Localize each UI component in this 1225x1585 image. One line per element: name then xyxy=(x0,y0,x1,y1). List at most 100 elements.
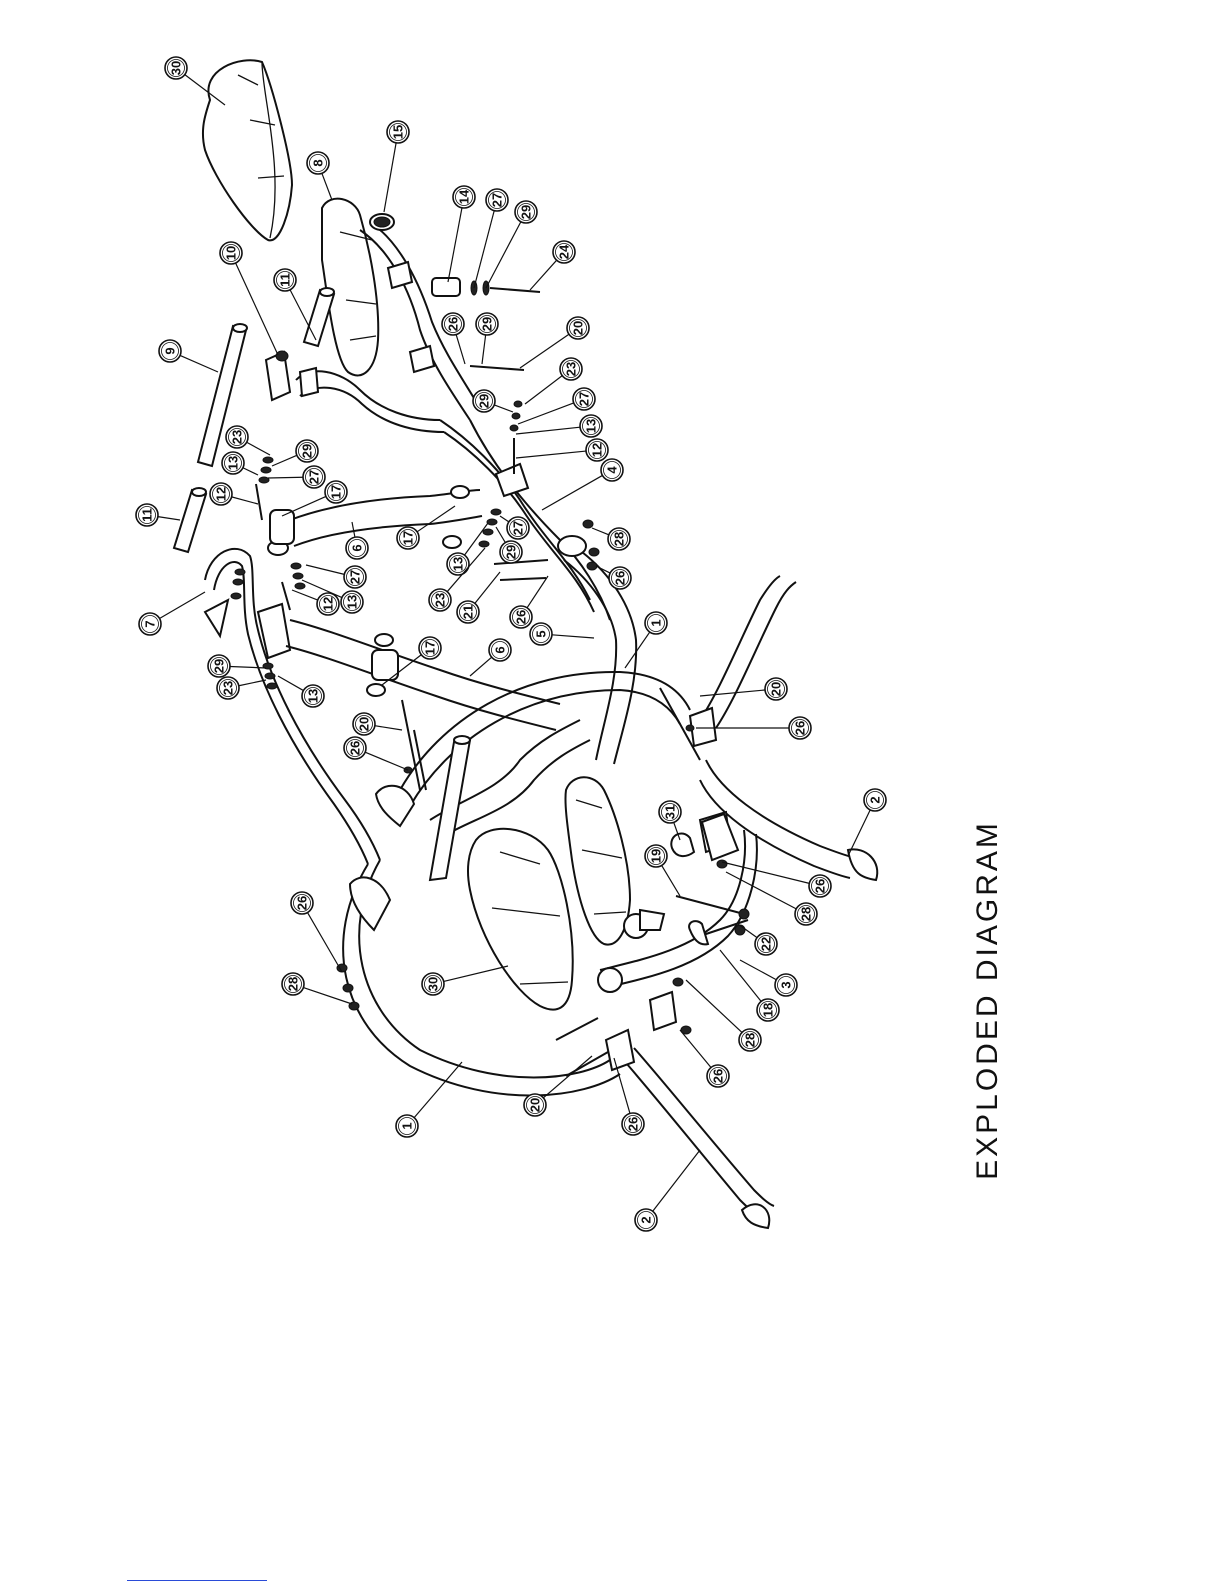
callout-number: 29 xyxy=(300,444,315,458)
callout-part-12: 12 xyxy=(516,439,608,461)
callout-leader-line xyxy=(625,632,650,668)
callout-leader-line xyxy=(160,592,205,618)
callout-leader-line xyxy=(720,950,761,1001)
callout-number: 19 xyxy=(649,849,664,863)
callout-number: 27 xyxy=(577,392,592,406)
callout-part-13: 13 xyxy=(516,415,602,437)
callout-number: 11 xyxy=(278,273,293,287)
callout-leader-line xyxy=(500,516,509,522)
callout-part-27: 27 xyxy=(474,189,508,288)
callout-part-13: 13 xyxy=(447,523,488,575)
callout-number: 26 xyxy=(348,741,363,755)
callout-part-10: 10 xyxy=(220,242,278,355)
callout-leader-line xyxy=(496,527,505,543)
callout-number: 29 xyxy=(480,317,495,331)
callout-number: 29 xyxy=(212,659,227,673)
callout-number: 26 xyxy=(446,317,461,331)
callout-number: 6 xyxy=(493,646,508,653)
callout-number: 4 xyxy=(605,466,620,474)
callout-leader-line xyxy=(278,676,303,691)
callout-number: 26 xyxy=(295,896,310,910)
callout-part-30: 30 xyxy=(422,966,508,995)
callout-leader-line xyxy=(352,522,355,537)
callout-number: 12 xyxy=(590,443,605,457)
callout-leader-line xyxy=(542,475,602,510)
callout-leader-line xyxy=(530,260,557,290)
callout-leader-line xyxy=(308,913,342,972)
callout-part-27: 27 xyxy=(500,516,529,539)
callout-number: 27 xyxy=(511,521,526,535)
callout-number: 6 xyxy=(350,544,365,551)
callout-part-18: 18 xyxy=(720,950,779,1021)
callout-part-13: 13 xyxy=(222,452,258,475)
callout-leader-line xyxy=(384,143,396,212)
callout-part-3: 3 xyxy=(740,960,797,996)
callout-number: 20 xyxy=(528,1098,543,1112)
callout-part-26: 26 xyxy=(680,1030,729,1087)
callout-part-26: 26 xyxy=(614,1058,644,1135)
callout-number: 1 xyxy=(649,619,664,626)
callout-leader-line xyxy=(680,1030,711,1068)
callout-leader-line xyxy=(292,590,318,600)
callout-leader-line xyxy=(464,523,488,555)
callout-leader-line xyxy=(365,752,408,770)
callout-part-28: 28 xyxy=(282,973,352,1004)
callout-number: 20 xyxy=(769,682,784,696)
callout-part-22: 22 xyxy=(738,924,777,955)
callout-part-5: 5 xyxy=(530,623,594,645)
part-6-upper-arm xyxy=(268,486,482,555)
callout-number: 23 xyxy=(564,362,579,376)
callout-number: 17 xyxy=(329,485,344,499)
callout-number: 13 xyxy=(451,557,466,571)
callout-leader-line xyxy=(552,635,594,638)
callout-part-2: 2 xyxy=(635,1150,700,1231)
callout-number: 27 xyxy=(348,570,363,584)
part-14-bushing-assembly xyxy=(388,262,540,372)
callout-part-23: 23 xyxy=(226,426,270,455)
callout-part-27: 27 xyxy=(268,466,325,488)
callout-number: 3 xyxy=(779,981,794,988)
part-30-backrest-pad xyxy=(203,60,292,240)
callout-leader-line xyxy=(247,442,270,455)
callout-part-29: 29 xyxy=(473,390,513,412)
callout-number: 26 xyxy=(514,610,529,624)
callout-number: 13 xyxy=(226,456,241,470)
callout-leader-line xyxy=(414,1062,462,1118)
callout-leader-line xyxy=(662,865,680,896)
callout-leader-line xyxy=(180,355,218,372)
callout-leader-line xyxy=(456,335,465,364)
callout-number: 23 xyxy=(221,681,236,695)
callout-number: 2 xyxy=(639,1216,654,1223)
callout-part-26: 26 xyxy=(291,892,342,972)
callout-number: 14 xyxy=(457,189,472,204)
callout-part-20: 20 xyxy=(353,713,402,735)
callout-part-23: 23 xyxy=(217,677,266,699)
callout-number: 27 xyxy=(490,193,505,207)
callout-number: 29 xyxy=(519,205,534,219)
callout-leader-line xyxy=(653,1150,700,1211)
callout-number: 21 xyxy=(461,605,476,619)
callout-leader-line xyxy=(494,405,513,412)
callout-leader-line xyxy=(239,680,266,686)
callout-leader-line xyxy=(158,517,180,520)
callout-number: 26 xyxy=(711,1069,726,1083)
callout-leader-line xyxy=(740,960,776,980)
callout-part-2: 2 xyxy=(848,789,886,856)
callout-number: 17 xyxy=(401,531,416,545)
callout-number: 23 xyxy=(230,430,245,444)
callout-part-12: 12 xyxy=(292,590,339,615)
part-6-lower-arm xyxy=(286,620,560,730)
callout-part-26: 26 xyxy=(442,313,465,364)
callout-number: 23 xyxy=(433,593,448,607)
callout-part-12: 12 xyxy=(210,483,258,505)
callout-number: 26 xyxy=(626,1117,641,1131)
callout-part-31: 31 xyxy=(659,801,681,840)
frame-parts xyxy=(174,60,877,1228)
callout-part-9: 9 xyxy=(159,340,218,372)
callout-number: 12 xyxy=(321,597,336,611)
callout-number: 10 xyxy=(224,246,239,260)
callout-leader-line xyxy=(417,506,455,532)
callout-number: 28 xyxy=(799,907,814,921)
callout-leader-line xyxy=(516,427,580,434)
callout-number: 9 xyxy=(163,347,178,354)
